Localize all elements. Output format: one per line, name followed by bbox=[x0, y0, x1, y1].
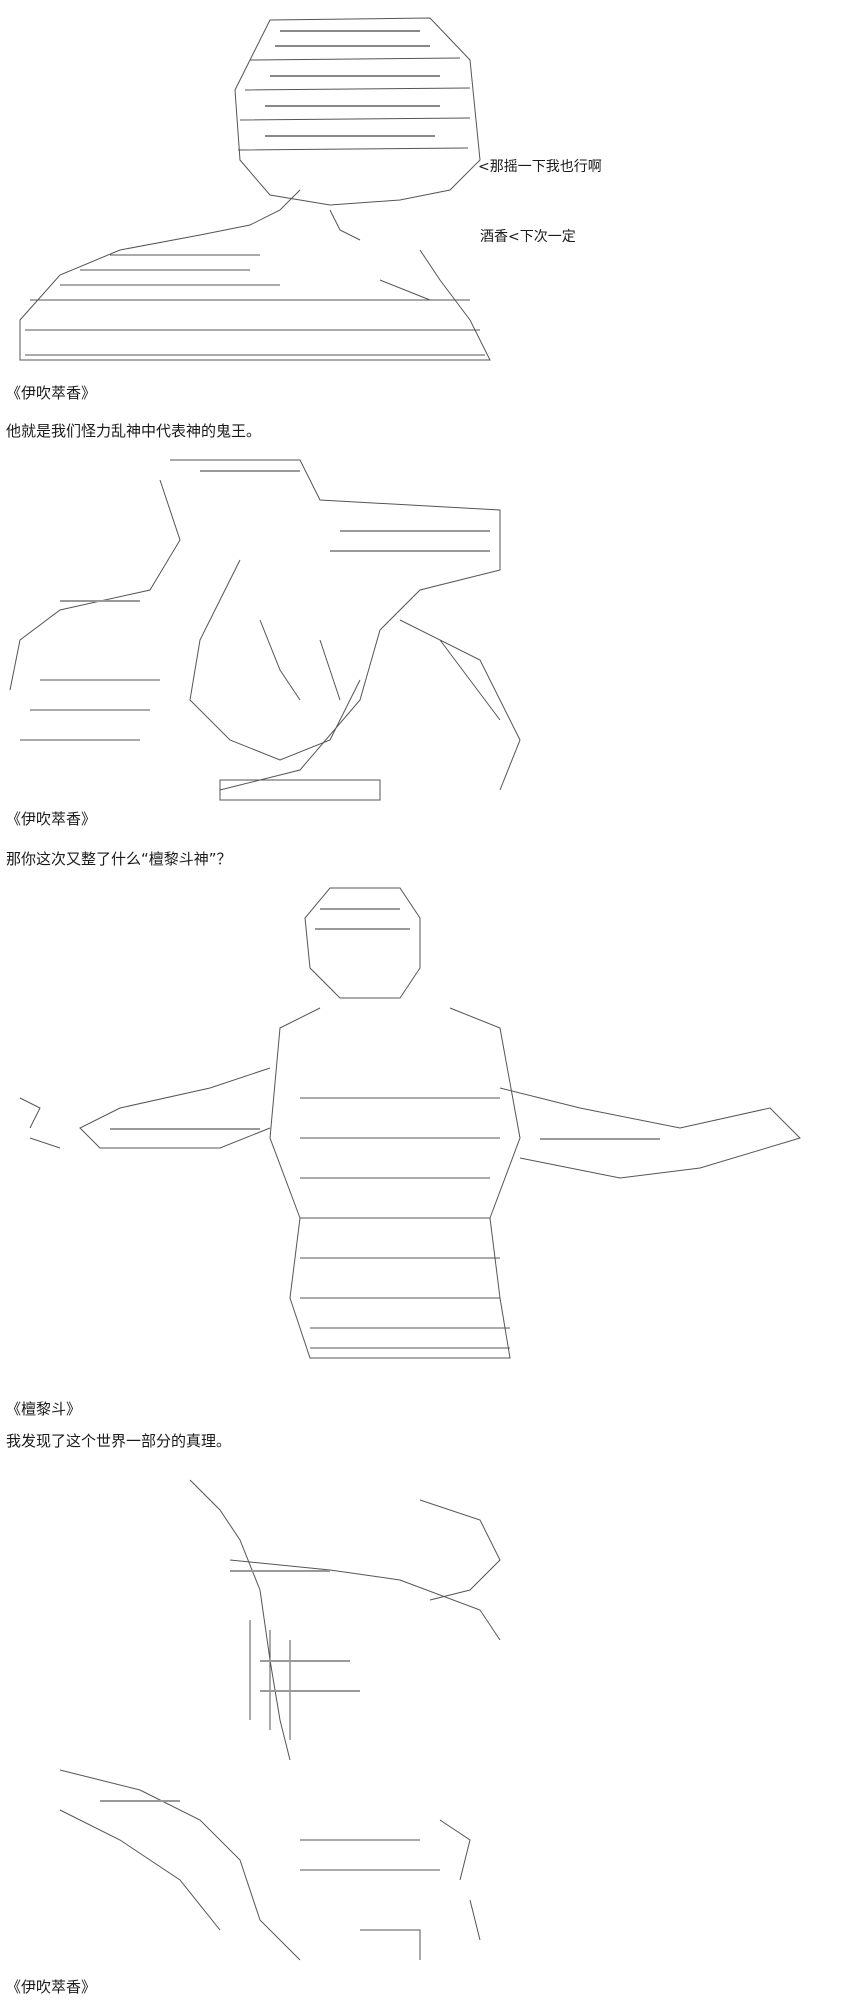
speech-bubble-1: <那摇一下我也行啊 bbox=[478, 159, 602, 175]
dialogue-line: 我发现了这个世界一部分的真理。 bbox=[6, 1432, 232, 1450]
ascii-art-figure-1 bbox=[0, 0, 853, 380]
ascii-art-figure-4 bbox=[0, 1460, 853, 1980]
ascii-art-figure-3 bbox=[0, 878, 853, 1398]
speaker-label: 《檀黎斗》 bbox=[6, 1400, 82, 1418]
panel-1: <那摇一下我也行啊 酒香<下次一定 《伊吹萃香》 他就是我们怪力乱神中代表神的鬼… bbox=[0, 0, 853, 440]
speech-bubble-2: 酒香<下次一定 bbox=[480, 229, 576, 245]
dialogue-line: 那你这次又整了什么“檀黎斗神”？ bbox=[6, 850, 232, 868]
ascii-art-figure-2 bbox=[0, 440, 853, 810]
speaker-label: 《伊吹萃香》 bbox=[6, 384, 97, 402]
dialogue-line: 他就是我们怪力乱神中代表神的鬼王。 bbox=[6, 422, 262, 440]
speaker-label: 《伊吹萃香》 bbox=[6, 810, 97, 828]
panel-3: 《檀黎斗》 bbox=[0, 878, 853, 1438]
panel-2: 《伊吹萃香》 bbox=[0, 440, 853, 850]
panel-4: 《伊吹萃香》 bbox=[0, 1460, 853, 2000]
speaker-label: 《伊吹萃香》 bbox=[6, 1978, 97, 1996]
